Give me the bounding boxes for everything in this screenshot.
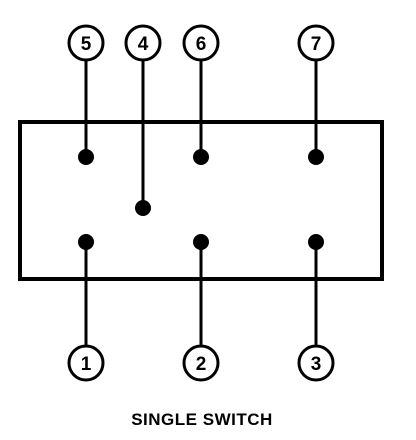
pin-1-label: 1 (81, 354, 92, 375)
pin-1-circle (67, 344, 105, 382)
pin-5: 5 (67, 24, 105, 165)
pin-3-circle (297, 344, 335, 382)
pin-3: 3 (297, 234, 335, 382)
pin-7-circle (297, 24, 335, 62)
pin-4-label: 4 (138, 34, 149, 55)
pin-6-label: 6 (196, 34, 207, 55)
pin-3-terminal (308, 234, 324, 250)
pin-5-label: 5 (81, 34, 92, 55)
pin-5-circle (67, 24, 105, 62)
pin-6-terminal (193, 149, 209, 165)
diagram-caption: SINGLE SWITCH (131, 410, 273, 429)
pin-7-terminal (308, 149, 324, 165)
pin-2: 2 (182, 234, 220, 382)
pin-4-circle (124, 24, 162, 62)
pin-4-terminal (135, 200, 151, 216)
pin-7-label: 7 (311, 34, 322, 55)
pin-2-label: 2 (196, 354, 207, 375)
pin-6-circle (182, 24, 220, 62)
pin-1: 1 (67, 234, 105, 382)
pin-1-terminal (78, 234, 94, 250)
pin-4: 4 (124, 24, 162, 216)
pin-2-circle (182, 344, 220, 382)
pin-7: 7 (297, 24, 335, 165)
pin-2-terminal (193, 234, 209, 250)
pin-6: 6 (182, 24, 220, 165)
pin-5-terminal (78, 149, 94, 165)
pin-3-label: 3 (311, 354, 322, 375)
